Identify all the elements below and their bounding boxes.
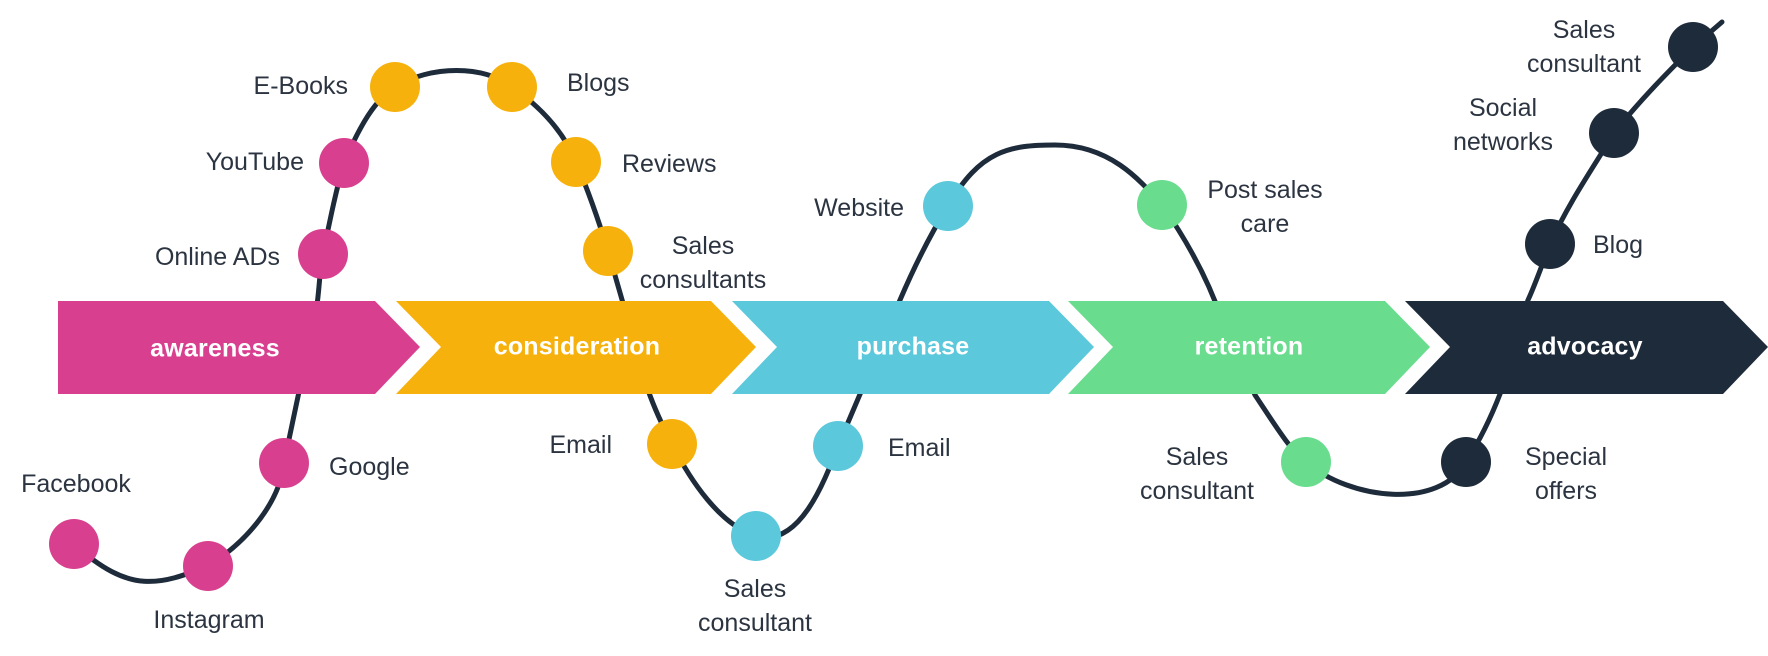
touchpoint-dot [1589,108,1639,158]
stage-arrow-consideration [396,301,756,394]
touchpoint-dots [49,22,1718,591]
touchpoint-label-line: offers [1535,477,1597,505]
touchpoint-label-line: Facebook [21,470,131,498]
touchpoint-dot [923,181,973,231]
touchpoint-label-line: consultants [640,266,766,294]
touchpoint-label: Social networks [1453,94,1553,156]
touchpoint-label: Facebook [21,470,131,498]
touchpoint-label-line: E-Books [254,72,348,100]
touchpoint-label-line: Sales [724,575,787,603]
stage-label-purchase: purchase [857,333,970,361]
touchpoint-dot [319,138,369,188]
stage-arrow-retention [1068,301,1430,394]
touchpoint-label-line: consultant [1140,477,1254,505]
touchpoint-label-line: Website [814,194,904,222]
touchpoint-label-line: Online ADs [155,243,280,271]
touchpoint-label-line: Sales [672,232,735,260]
touchpoint-label-line: Blog [1593,231,1643,259]
touchpoint-dot [1668,22,1718,72]
touchpoint-label: E-Books [254,72,348,100]
touchpoint-label-line: Reviews [622,150,716,178]
touchpoint-label: Sales consultant [1527,16,1641,78]
touchpoint-label: Online ADs [155,243,280,271]
touchpoint-label-line: YouTube [206,148,304,176]
touchpoint-label-line: Special [1525,443,1607,471]
touchpoint-label-line: Social [1469,94,1537,122]
touchpoint-label: Google [329,453,410,481]
touchpoint-label: Email [888,434,951,462]
touchpoint-label: Reviews [622,150,716,178]
touchpoint-dot [1525,219,1575,269]
touchpoint-dot [1137,180,1187,230]
touchpoint-dot [370,62,420,112]
stage-label-retention: retention [1195,333,1304,361]
touchpoint-dot [1281,437,1331,487]
touchpoint-label-line: care [1241,210,1290,238]
touchpoint-dot [551,137,601,187]
touchpoint-dot [49,519,99,569]
touchpoint-label: YouTube [206,148,304,176]
stage-arrow-purchase [732,301,1094,394]
touchpoint-label-line: Google [329,453,410,481]
touchpoint-label: Special offers [1525,443,1607,505]
stage-purchase: purchase [732,301,1094,394]
touchpoint-label: Sales consultants [640,232,766,294]
touchpoint-label: Instagram [153,606,264,634]
stage-arrow-awareness [58,301,420,394]
touchpoint-dot [583,226,633,276]
stage-label-advocacy: advocacy [1527,333,1643,361]
touchpoint-label: Blogs [567,69,630,97]
touchpoint-dot [487,62,537,112]
stage-label-awareness: awareness [150,335,280,363]
touchpoint-label-line: Blogs [567,69,630,97]
touchpoint-label-line: consultant [1527,50,1641,78]
touchpoint-dot [1441,437,1491,487]
stage-consideration: consideration [396,301,756,394]
stage-advocacy: advocacy [1405,301,1768,394]
stage-arrows: awareness consideration purchase retention a… [58,301,1768,394]
touchpoint-label-line: Sales [1166,443,1229,471]
touchpoint-dot [813,421,863,471]
touchpoint-label-line: Post sales [1207,176,1322,204]
touchpoint-dot [183,541,233,591]
touchpoint-label: Blog [1593,231,1643,259]
touchpoint-dot [731,511,781,561]
touchpoint-label-line: Email [549,431,612,459]
touchpoint-label-line: Email [888,434,951,462]
touchpoint-dot [259,438,309,488]
stage-awareness: awareness [58,301,420,394]
touchpoint-label-line: Sales [1553,16,1616,44]
stage-arrow-advocacy [1405,301,1768,394]
touchpoint-label: Post sales care [1207,176,1322,238]
touchpoint-label: Website [814,194,904,222]
stage-label-consideration: consideration [494,333,661,361]
touchpoint-dot [298,229,348,279]
touchpoint-label-line: networks [1453,128,1553,156]
touchpoint-label-line: consultant [698,609,812,637]
stage-retention: retention [1068,301,1430,394]
touchpoint-label: Email [549,431,612,459]
touchpoint-label: Sales consultant [698,575,812,637]
touchpoint-label: Sales consultant [1140,443,1254,505]
touchpoint-label-line: Instagram [153,606,264,634]
touchpoint-dot [647,419,697,469]
